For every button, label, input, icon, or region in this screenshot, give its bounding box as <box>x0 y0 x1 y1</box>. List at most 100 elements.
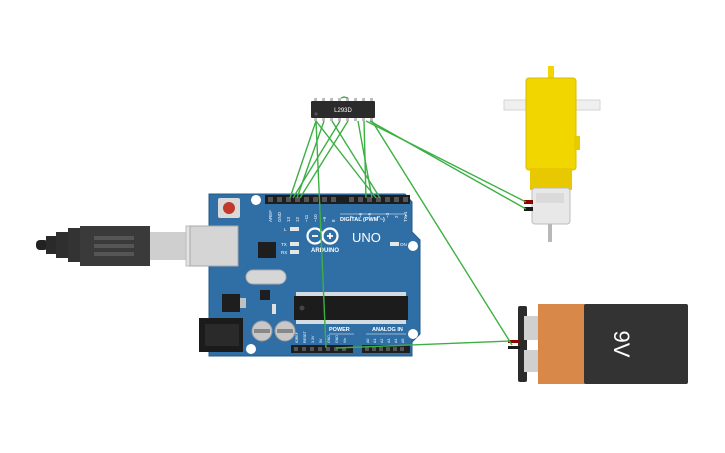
arduino-logo <box>306 227 339 245</box>
small-chip <box>260 290 270 300</box>
mount-hole <box>251 195 261 205</box>
pin-label-10: ~10 <box>313 214 318 222</box>
led-on-label: ON <box>400 242 407 247</box>
led-l-label: L <box>284 227 287 232</box>
arduino-brand: ARDUINO <box>311 248 339 254</box>
mount-hole <box>246 344 256 354</box>
arduino-uno-board[interactable]: AREF GND 13 12 ~11 ~10 ~9 8 7 ~6 ~5 4 ~3… <box>189 193 421 357</box>
wire-chip-6[interactable] <box>363 120 367 199</box>
pin-label-gnd2: GND <box>335 335 339 343</box>
led-on: ON <box>390 242 407 247</box>
pin-label-a3: A3 <box>387 339 391 343</box>
wire-gnd-battery[interactable] <box>335 340 511 349</box>
wire-chip-12[interactable] <box>296 120 325 199</box>
usb-port <box>189 225 239 267</box>
pin-label-13: 13 <box>286 216 291 222</box>
led-rx-label: RX <box>281 250 287 255</box>
battery-lead-red <box>508 340 520 343</box>
capacitor-mark <box>277 329 293 333</box>
pin-label-12: 12 <box>295 216 300 222</box>
digital-section-label: DIGITAL (PWM ~) <box>340 217 385 223</box>
analog-pin-labels: A0 A1 A2 A3 A4 A5 <box>366 339 405 343</box>
battery-terminal-positive <box>524 316 540 340</box>
wire-chip-motor-a[interactable] <box>365 120 527 203</box>
motor-collar <box>530 168 572 190</box>
digital-pin-labels: AREF GND 13 12 ~11 ~10 ~9 8 7 ~6 ~5 4 ~3… <box>268 210 417 222</box>
pin-label-4: 4 <box>376 215 381 218</box>
pin-label-gnd: GND <box>277 211 282 222</box>
wire-chip-bridge[interactable] <box>340 96 349 99</box>
analog-header-pins <box>365 347 404 351</box>
pin-label-7: 7 <box>349 215 354 218</box>
motor-can-band <box>536 193 564 203</box>
power-pin-labels: IOREF RESET 3.3V 5V GND GND Vin <box>295 330 347 343</box>
led-rx: RX <box>281 250 299 255</box>
capacitor-mark <box>254 329 270 333</box>
battery-9v[interactable]: 9V <box>508 304 688 384</box>
led-l: L <box>284 227 299 232</box>
wire-chip-battery[interactable] <box>371 120 513 346</box>
led-tx: TX <box>281 242 299 247</box>
power-jack <box>199 318 243 352</box>
chip-pins-bottom <box>314 117 373 121</box>
wire-chip-4b[interactable] <box>331 120 381 199</box>
pin-label-5v: 5V <box>319 338 323 343</box>
reset-button[interactable] <box>218 198 240 218</box>
voltage-regulator <box>222 294 240 312</box>
pin-label-9: ~9 <box>322 216 327 222</box>
digital-header-pins <box>268 197 408 202</box>
battery-body <box>584 304 688 384</box>
motor-shaft-top <box>548 66 554 80</box>
pin-label-gnd1: GND <box>327 335 331 343</box>
pin-label-vin: Vin <box>343 338 347 343</box>
usb-chip <box>258 242 276 258</box>
smd-part <box>272 304 276 314</box>
pin-label-aref: AREF <box>268 210 273 222</box>
battery-terminal-negative <box>524 350 540 372</box>
motor-clip <box>574 136 580 150</box>
l293d-chip[interactable]: L293D <box>311 98 375 121</box>
pin-label-5: ~5 <box>367 212 372 218</box>
motor-terminal <box>524 200 533 204</box>
analog-section-label: ANALOG IN <box>372 327 403 333</box>
motor-terminal <box>524 207 533 211</box>
digital-header[interactable] <box>265 195 410 204</box>
pin-label-rx0: RX◂0 <box>412 210 417 222</box>
atmega-chip <box>294 292 408 324</box>
pin-label-a0: A0 <box>366 339 370 343</box>
pin-label-tx1: TX▸1 <box>403 211 408 222</box>
wires <box>289 96 527 349</box>
pin-label-3v3: 3.3V <box>311 335 315 343</box>
chip-label: L293D <box>334 108 352 114</box>
led-tx-label: TX <box>281 242 287 247</box>
pin-label-2: 2 <box>394 215 399 218</box>
mount-hole <box>408 329 418 339</box>
pin-label-11: ~11 <box>304 214 309 222</box>
chip-body <box>311 101 375 118</box>
wire-chip-13[interactable] <box>289 120 317 199</box>
battery-lead-black <box>508 346 520 349</box>
power-header-pins <box>294 347 346 351</box>
analog-header[interactable] <box>362 345 410 353</box>
pin-label-a2: A2 <box>380 339 384 343</box>
pin-label-3: ~3 <box>385 212 390 218</box>
pin-label-a4: A4 <box>394 339 398 343</box>
pin-label-6: ~6 <box>358 212 363 218</box>
dc-motor[interactable] <box>503 66 601 242</box>
pin-label-8: 8 <box>331 219 336 222</box>
crystal-oscillator <box>245 269 287 285</box>
wire-chip-motor-b[interactable] <box>369 120 527 210</box>
arduino-model: UNO <box>352 230 381 245</box>
motor-shaft-bottom <box>548 224 552 242</box>
wire-chip-gnd[interactable] <box>292 120 341 199</box>
battery-label: 9V <box>609 331 634 358</box>
wire-chip-4[interactable] <box>315 120 377 199</box>
battery-band <box>538 304 588 384</box>
power-header[interactable] <box>291 345 353 353</box>
mount-hole <box>408 241 418 251</box>
pin-label-a5: A5 <box>401 339 405 343</box>
wire-chip-12b[interactable] <box>299 120 349 199</box>
power-section-label: POWER <box>329 327 350 333</box>
pin-label-reset: RESET <box>303 330 307 343</box>
